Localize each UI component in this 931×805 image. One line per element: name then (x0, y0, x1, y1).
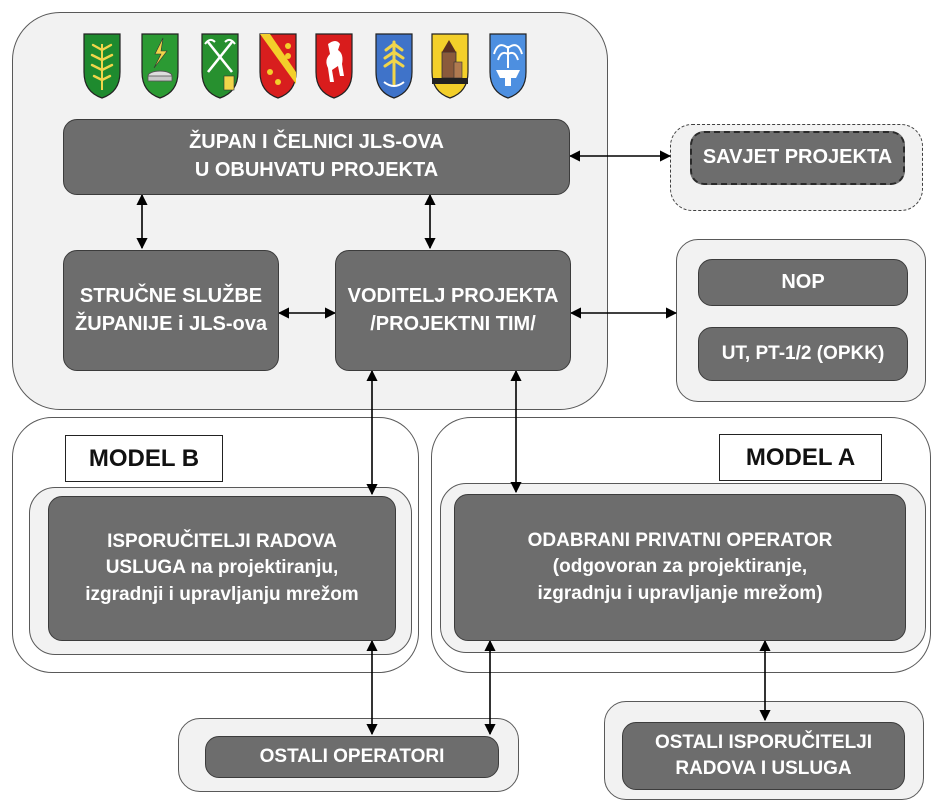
model-a-label: MODEL A (719, 434, 882, 481)
wheat-sprig-coat-of-arms-icon (83, 33, 121, 99)
lightning-millstone-coat-of-arms-icon (141, 33, 179, 99)
white-horse-coat-of-arms-icon (315, 33, 353, 99)
wheat-sheaf-blue-coat-of-arms-icon (375, 33, 413, 99)
red-gold-coins-coat-of-arms-icon (259, 33, 297, 99)
fountain-blue-coat-of-arms-icon (489, 33, 527, 99)
savjet-projekta-box: SAVJET PROJEKTA (690, 131, 905, 185)
model-b-label: MODEL B (65, 435, 223, 482)
ut-pt-box: UT, PT-1/2 (OPKK) (698, 327, 908, 381)
odabrani-privatni-operator-box: ODABRANI PRIVATNI OPERATOR(odgovoran za … (454, 494, 906, 641)
crossed-tools-coat-of-arms-icon (201, 33, 239, 99)
voditelj-projekta-box: VODITELJ PROJEKTA/PROJEKTNI TIM/ (335, 250, 571, 371)
nop-box: NOP (698, 259, 908, 306)
church-yellow-coat-of-arms-icon (431, 33, 469, 99)
ostali-operatori-box: OSTALI OPERATORI (205, 736, 499, 778)
